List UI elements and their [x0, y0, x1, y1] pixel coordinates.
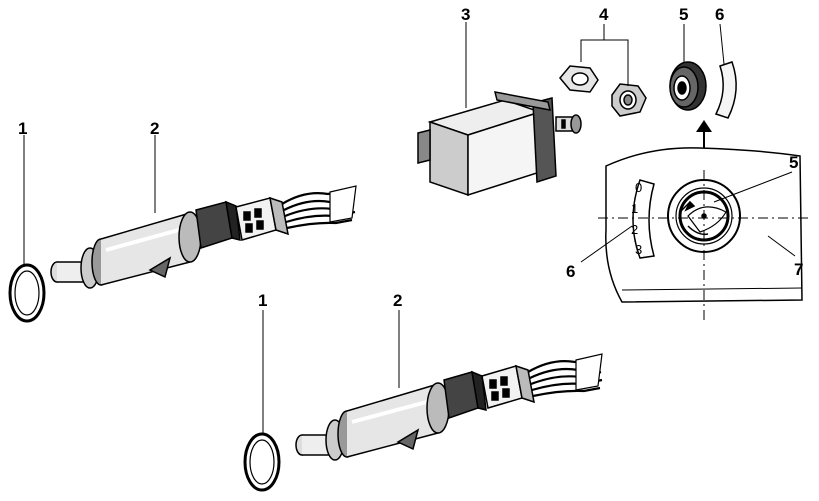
callout-ring-left: 1 — [18, 119, 27, 138]
callout-ring-bottom: 1 — [258, 291, 267, 310]
centerlines — [598, 170, 808, 320]
callout-scale-top: 6 — [715, 5, 724, 24]
callout-switch-left: 2 — [150, 119, 159, 138]
dial-position-2: 2 — [631, 222, 638, 237]
dial-position-0: 0 — [635, 180, 642, 195]
callout-scale-detail: 6 — [566, 262, 575, 281]
dial-position-1: 1 — [631, 201, 638, 216]
dial-position-3: 3 — [635, 242, 642, 257]
sealing-ring-left — [8, 263, 46, 323]
callout-switch-bottom: 2 — [393, 291, 402, 310]
brake-light-switch-bottom — [295, 370, 487, 461]
nuts — [559, 65, 647, 117]
connector-plug-left — [235, 185, 357, 241]
position-scale — [714, 61, 737, 119]
connector-plug-bottom — [481, 353, 603, 409]
sealing-ring-bottom — [243, 432, 281, 492]
callout-switch-unit: 3 — [461, 5, 470, 24]
switch-unit — [417, 91, 582, 197]
callout-nuts: 4 — [599, 5, 609, 24]
callout-knob-detail: 5 — [789, 153, 798, 172]
callout-panel-detail: 7 — [794, 260, 803, 279]
leader-lines — [23, 22, 796, 434]
instrument-panel-detail — [605, 147, 803, 303]
brake-light-switch-left — [50, 200, 241, 289]
rotary-knob — [669, 61, 707, 111]
callout-knob-top: 5 — [679, 5, 688, 24]
